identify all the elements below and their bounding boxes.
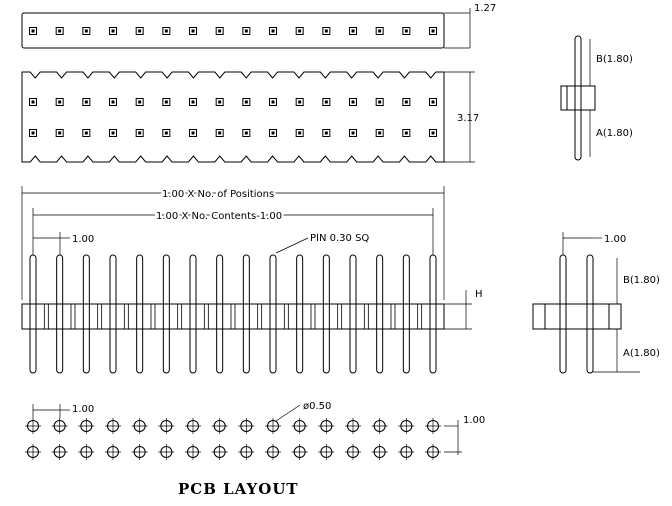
front-pin — [162, 254, 170, 374]
pin-square-double — [269, 98, 277, 106]
total-length-label: 1.00 X No. of Positions — [162, 189, 274, 200]
pin-square-double — [109, 98, 117, 106]
pin-square-double — [135, 129, 144, 137]
pin-square-double — [109, 129, 117, 137]
pitch-label-side: 1.00 — [604, 234, 626, 245]
pin-square-double — [295, 129, 304, 137]
front-pin — [296, 254, 304, 374]
pin-square-double — [429, 129, 437, 137]
pitch-label-mid: 1.00 — [72, 234, 94, 245]
pin-square-single — [349, 27, 357, 35]
pin-square-single — [269, 27, 277, 35]
pin-square-single — [402, 27, 411, 35]
pcb-layout-title: PCB LAYOUT — [178, 480, 299, 498]
row-pitch-label: 1.00 — [463, 415, 485, 426]
front-pin — [29, 254, 37, 374]
pin-square-double — [162, 98, 171, 106]
side-view-double: 1.00 B(1.80) A(1.80) — [532, 232, 660, 374]
front-pin — [322, 254, 330, 374]
pin-square-double — [349, 98, 357, 106]
length-dimensions: 1.00 X No. of Positions 1.00 X No. Conte… — [21, 186, 445, 300]
pin-square-double — [55, 129, 64, 137]
pin-square-double — [135, 98, 144, 106]
pin-square-double — [375, 98, 384, 106]
front-pin — [269, 254, 277, 374]
front-pin — [242, 254, 250, 374]
pin-square-double — [349, 129, 357, 137]
pin-square-double — [29, 98, 37, 106]
pin-square-single — [82, 27, 91, 35]
pin-square-double — [242, 98, 251, 106]
pin-square-single — [322, 27, 331, 35]
b-label-top: B(1.80) — [596, 54, 633, 65]
single-row-top-view: 1.27 — [21, 3, 496, 49]
front-view-pins: H — [21, 254, 483, 374]
pin-square-single — [215, 27, 224, 35]
pin-square-double — [29, 129, 37, 137]
side-view-single: B(1.80) A(1.80) — [560, 35, 633, 161]
pin-square-double — [402, 98, 411, 106]
pin-square-single — [135, 27, 144, 35]
a-label-top: A(1.80) — [596, 128, 633, 139]
front-pin — [82, 254, 90, 374]
hole-diameter-label: ø0.50 — [303, 401, 331, 412]
front-pin — [136, 254, 144, 374]
h-label: H — [475, 289, 483, 300]
pin-square-double — [295, 98, 304, 106]
height-label: 3.17 — [457, 113, 479, 124]
pitch-top-label: 1.27 — [474, 3, 496, 14]
contents-length-label: 1.00 X No. Contents-1.00 — [156, 211, 282, 222]
pin-square-double — [189, 98, 197, 106]
pin-square-double — [215, 98, 224, 106]
pin-square-single — [55, 27, 64, 35]
pin-square-double — [375, 129, 384, 137]
pin-square-single — [189, 27, 197, 35]
front-pin — [109, 254, 117, 374]
pin-square-double — [82, 129, 91, 137]
pcb-layout: 1.00 ø0.50 1.00 PCB LAYOUT — [25, 401, 485, 498]
pin-square-double — [82, 98, 91, 106]
front-pin — [402, 254, 410, 374]
front-pin — [56, 254, 64, 374]
pin-square-double — [215, 129, 224, 137]
pin-square-double — [242, 129, 251, 137]
pin-square-double — [429, 98, 437, 106]
front-pin — [189, 254, 197, 374]
double-row-top-view: 3.17 — [21, 71, 479, 163]
pin-square-single — [109, 27, 117, 35]
pin-square-double — [269, 129, 277, 137]
a-label-bottom: A(1.80) — [623, 348, 660, 359]
pitch-label-pcb: 1.00 — [72, 404, 94, 415]
pin-square-single — [162, 27, 171, 35]
pin-square-double — [322, 98, 331, 106]
front-pin — [216, 254, 224, 374]
pin-square-single — [295, 27, 304, 35]
pin-square-double — [162, 129, 171, 137]
pin-square-single — [429, 27, 437, 35]
pin-square-double — [402, 129, 411, 137]
front-pin — [429, 254, 437, 374]
b-label-bottom: B(1.80) — [623, 275, 660, 286]
pin-note: PIN 0.30 SQ — [310, 233, 369, 244]
pin-square-single — [242, 27, 251, 35]
front-pin — [376, 254, 384, 374]
pin-square-double — [322, 129, 331, 137]
front-pin — [349, 254, 357, 374]
pin-square-double — [189, 129, 197, 137]
pin-square-single — [375, 27, 384, 35]
pin-square-single — [29, 27, 37, 35]
pin-square-double — [55, 98, 64, 106]
